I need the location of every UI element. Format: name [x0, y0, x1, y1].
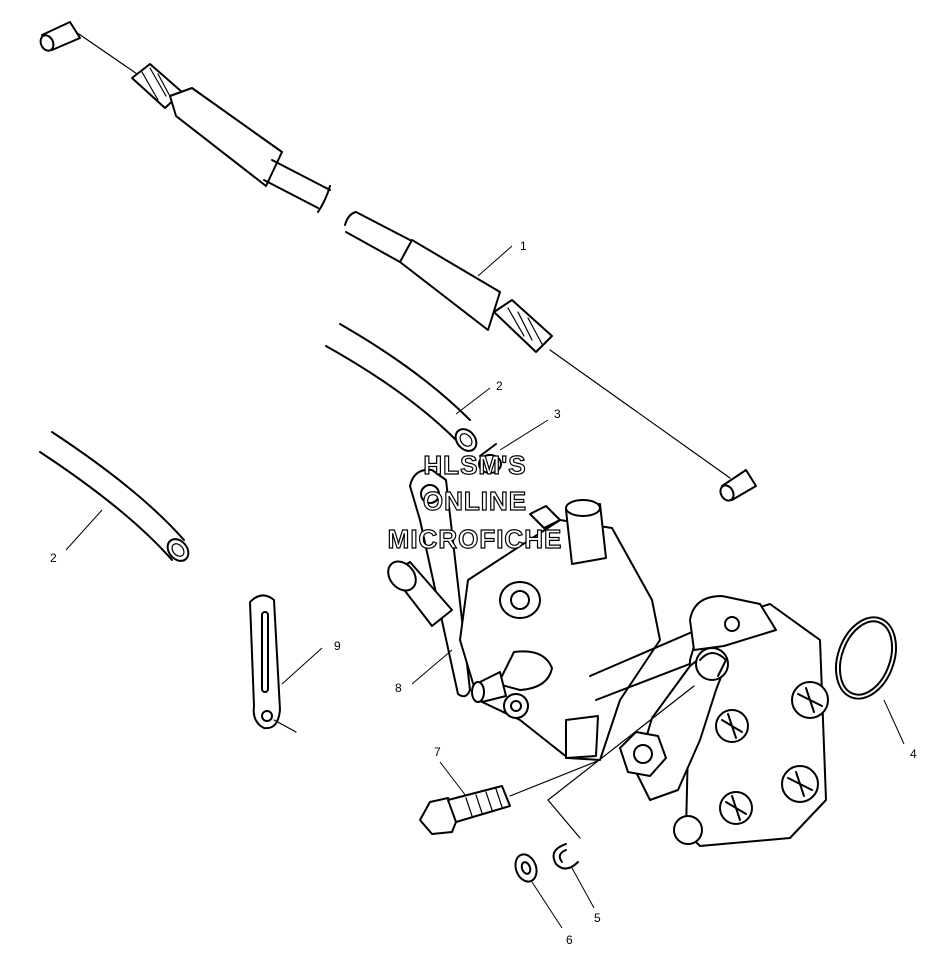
- callout-8: 8: [395, 681, 402, 695]
- washer: [514, 853, 538, 883]
- watermark-line-1: HLSM'S: [423, 450, 526, 480]
- watermark: HLSM'S ONLINE MICROFICHE: [387, 449, 563, 554]
- o-ring: [835, 616, 897, 700]
- oil-pump-body: [387, 499, 721, 761]
- callout-labels: 1 2 3 2 9 8 4 7 5 6: [50, 239, 917, 947]
- hose-clamp: [478, 443, 502, 474]
- throttle-cable-upper: [39, 21, 331, 213]
- watermark-line-3: MICROFICHE: [388, 524, 563, 554]
- callout-7: 7: [434, 745, 441, 759]
- cable-bracket: [409, 468, 471, 698]
- oil-line-left: [39, 431, 190, 562]
- callout-1: 1: [520, 239, 527, 253]
- callout-5: 5: [594, 911, 601, 925]
- leader-lines: [65, 245, 905, 929]
- callout-3: 3: [554, 407, 561, 421]
- callout-2-left: 2: [50, 551, 57, 565]
- snap-ring: [547, 685, 695, 870]
- callout-2-upper: 2: [496, 379, 503, 393]
- watermark-line-2: ONLINE: [423, 486, 527, 516]
- throttle-cable-lower: [344, 211, 757, 502]
- callout-6: 6: [566, 933, 573, 947]
- cable-tie: [249, 594, 297, 733]
- mounting-bolt: [419, 759, 601, 835]
- control-lever: [619, 647, 729, 801]
- callout-9: 9: [334, 639, 341, 653]
- callout-4: 4: [910, 747, 917, 761]
- oil-line-upper: [325, 323, 478, 452]
